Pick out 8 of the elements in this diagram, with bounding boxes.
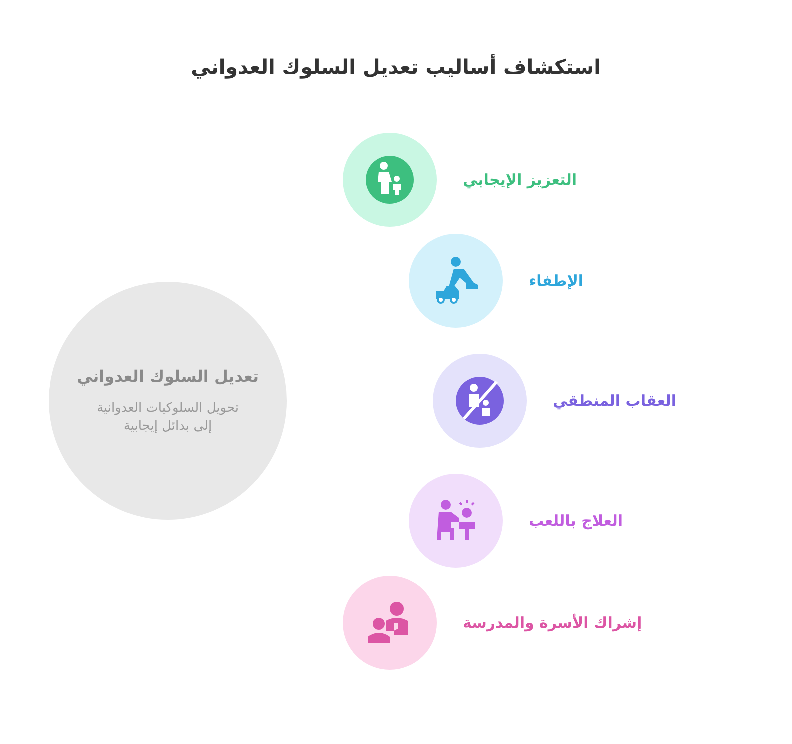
method-label: العلاج باللعب xyxy=(529,512,624,530)
title: استكشاف أساليب تعديل السلوك العدواني xyxy=(190,55,602,79)
circle-description: تحويل السلوكيات العدوانية إلى بدائل إيجابية xyxy=(96,400,240,436)
circle-heading: تعديل السلوك العدواني xyxy=(76,367,260,386)
method-label: العقاب المنطقي xyxy=(553,392,677,410)
method-label: الإطفاء xyxy=(529,272,584,290)
method-label: إشراك الأسرة والمدرسة xyxy=(463,614,642,632)
method-label: التعزيز الإيجابي xyxy=(463,171,578,189)
